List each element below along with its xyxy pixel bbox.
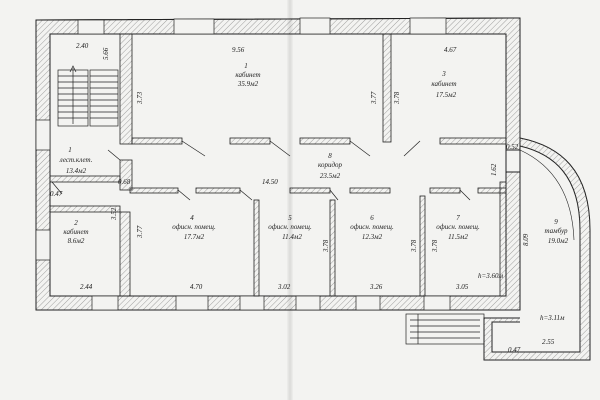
room-1-id: 1 [244,62,248,70]
room-5-area: 11.4м2 [282,233,302,241]
room-4-id: 4 [190,214,194,222]
room-7-id: 7 [456,214,460,222]
room-labels: 1 кабинет 35.9м2 1 лест.клет. 13.4м2 2 к… [59,62,569,245]
room-stair-name: лест.клет. [59,156,93,164]
room-6-id: 6 [370,214,374,222]
dim-corridor-length: 14.50 [262,178,278,186]
room-7-name: офисн. помещ. [436,223,480,231]
outer-wall-outline [35,17,521,311]
dim-stair-door: 0.68 [118,178,131,186]
room-4-name: офисн. помещ. [172,223,216,231]
height-labels: h=3.60м h=3.11м [478,272,565,322]
dim-room5-depth: 3.78 [322,239,330,253]
room-stair-area: 13.4м2 [66,167,87,175]
entrance-steps [405,313,485,345]
dim-room5-width: 3.02 [277,283,291,291]
dim-room7-width: 3.05 [455,283,469,291]
doors [51,140,471,201]
dim-vestibule-top: 0.52 [506,143,519,151]
dim-annex-wall: 0.47 [508,346,521,354]
room-1-area: 35.9м2 [237,80,259,88]
dim-room1-width: 9.56 [232,46,245,54]
dim-room2-depth: 3.52 [110,207,118,221]
dim-room4-width: 4.70 [190,283,203,291]
interior-walls [49,33,507,297]
dim-room6-depth: 3.78 [410,239,418,253]
room-8-area: 23.5м2 [320,172,341,180]
outer-walls [35,17,521,311]
dimension-labels: 2.40 5.66 9.56 3.73 3.77 3.78 4.67 0.52 … [50,42,555,354]
room-2-id: 2 [74,219,78,227]
dim-vestibule-depth: 8.09 [522,233,530,246]
room-8-id: 8 [328,152,332,160]
room-2-area: 8.6м2 [68,237,85,245]
room-3-id: 3 [441,70,446,78]
dim-room7-depth: 3.78 [431,239,439,253]
room-8-name: коридор [318,161,343,169]
dim-room3-left: 3.78 [393,91,401,105]
dim-room3-width: 4.67 [444,46,457,54]
dim-stair-left: 0.47 [50,190,63,198]
dim-room4-depth: 3.77 [136,225,144,239]
windows [35,17,451,311]
dim-room1-right: 3.77 [370,91,378,105]
room-stair-id: 1 [68,146,72,154]
height-main: h=3.60м [478,272,503,280]
room-1-name: кабинет [235,71,260,79]
room-2-name: кабинет [63,228,88,236]
room-9-name: тамбур [544,227,568,235]
dim-corridor-end: 1.62 [490,163,498,176]
room-6-name: офисн. помещ. [350,223,394,231]
room-5-id: 5 [288,214,292,222]
room-5-name: офисн. помещ. [268,223,312,231]
room-9-area: 19.0м2 [548,237,569,245]
room-6-area: 12.3м2 [362,233,383,241]
dim-room2-width: 2.44 [80,283,93,291]
room-3-area: 17.5м2 [436,91,457,99]
height-vestibule: h=3.11м [540,314,565,322]
room-3-name: кабинет [431,80,456,88]
dim-room1-depth: 3.73 [136,91,144,105]
staircase [57,65,119,127]
dim-stair-length: 5.66 [102,47,110,60]
room-4-area: 17.7м2 [184,233,205,241]
room-9-id: 9 [554,218,558,226]
dim-room6-width: 3.26 [369,283,383,291]
dim-vestibule-bottom: 2.55 [542,338,555,346]
room-7-area: 11.5м2 [448,233,468,241]
dim-top-stair-width: 2.40 [76,42,89,50]
